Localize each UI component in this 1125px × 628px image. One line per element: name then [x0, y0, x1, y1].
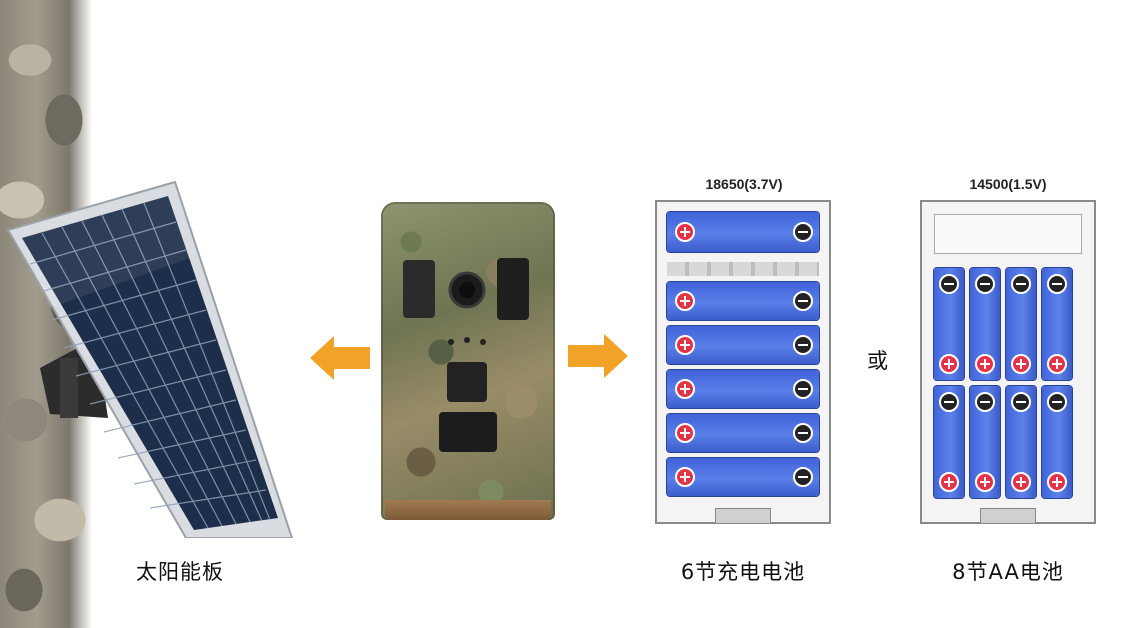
aa-cell — [1006, 268, 1036, 380]
battery-box-18650-label: 18650(3.7V) — [705, 176, 783, 192]
minus-terminal-icon — [975, 274, 995, 294]
battery-box-18650 — [655, 200, 831, 524]
battery-box-latch — [715, 508, 771, 524]
aa-cell — [970, 386, 1000, 498]
plus-terminal-icon — [675, 335, 695, 355]
aa-cell — [970, 268, 1000, 380]
aa-cell — [1042, 386, 1072, 498]
minus-terminal-icon — [793, 467, 813, 487]
aa-cell — [934, 268, 964, 380]
minus-terminal-icon — [1011, 392, 1031, 412]
minus-terminal-icon — [939, 274, 959, 294]
plus-terminal-icon — [675, 423, 695, 443]
six-cells-caption: 6节充电电池 — [680, 560, 806, 584]
empty-slot — [934, 214, 1082, 254]
plus-terminal-icon — [675, 291, 695, 311]
plus-terminal-icon — [675, 467, 695, 487]
battery-cell — [667, 370, 819, 408]
aa-cell — [1006, 386, 1036, 498]
plus-terminal-icon — [1047, 354, 1067, 374]
plus-terminal-icon — [675, 222, 695, 242]
camera-base — [385, 500, 551, 520]
minus-terminal-icon — [793, 335, 813, 355]
battery-box-14500-label: 14500(1.5V) — [969, 176, 1047, 192]
battery-cell — [667, 414, 819, 452]
minus-terminal-icon — [939, 392, 959, 412]
plus-terminal-icon — [1011, 472, 1031, 492]
arrow-left-icon — [310, 336, 370, 380]
battery-cell — [667, 326, 819, 364]
battery-box-latch — [980, 508, 1036, 524]
battery-cell — [667, 282, 819, 320]
plus-terminal-icon — [975, 472, 995, 492]
minus-terminal-icon — [793, 291, 813, 311]
plus-terminal-icon — [939, 472, 959, 492]
or-label: 或 — [867, 349, 889, 373]
plus-terminal-icon — [675, 379, 695, 399]
minus-terminal-icon — [793, 222, 813, 242]
battery-cell — [667, 212, 819, 252]
minus-terminal-icon — [1047, 274, 1067, 294]
plus-terminal-icon — [1011, 354, 1031, 374]
trail-camera-image — [381, 202, 555, 520]
plus-terminal-icon — [975, 354, 995, 374]
minus-terminal-icon — [1047, 392, 1067, 412]
battery-box-aa — [920, 200, 1096, 524]
battery-cell — [667, 458, 819, 496]
minus-terminal-icon — [1011, 274, 1031, 294]
aa-cells-caption: 8节AA电池 — [952, 560, 1064, 584]
connector-strip — [667, 262, 819, 276]
aa-cell — [934, 386, 964, 498]
solar-panel-caption: 太阳能板 — [136, 560, 224, 584]
plus-terminal-icon — [1047, 472, 1067, 492]
arrow-right-icon — [568, 334, 628, 378]
minus-terminal-icon — [975, 392, 995, 412]
minus-terminal-icon — [793, 379, 813, 399]
aa-cell — [1042, 268, 1072, 380]
solar-panel-image — [0, 178, 300, 539]
minus-terminal-icon — [793, 423, 813, 443]
plus-terminal-icon — [939, 354, 959, 374]
